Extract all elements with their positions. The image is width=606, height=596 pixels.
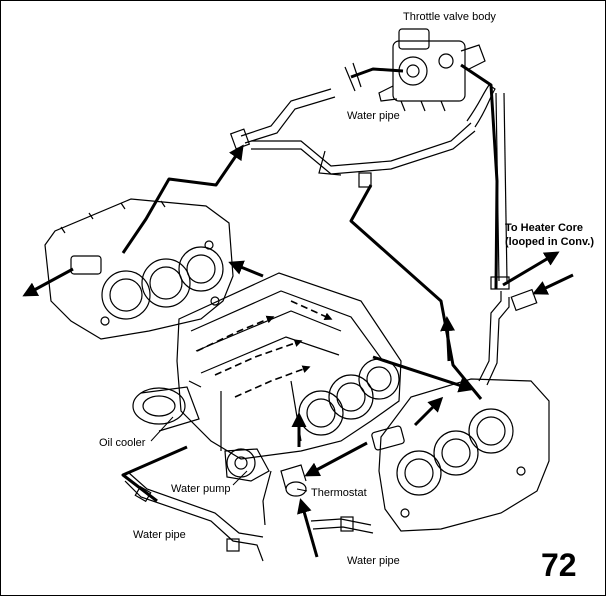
flow-into-left-head (228, 260, 264, 278)
flow-block-to-right-head (372, 355, 474, 393)
flow-throttle-to-heater (460, 63, 499, 290)
figure-number: 72 (541, 547, 577, 583)
thermostat-drawing (262, 464, 307, 526)
label-throttle-valve-body: Throttle valve body (403, 11, 496, 23)
oil-cooler-drawing (132, 380, 202, 432)
lower-water-pipe-drawing (124, 472, 374, 562)
label-water-pipe-left: Water pipe (133, 529, 186, 541)
label-water-pipe-bottom: Water pipe (347, 555, 400, 567)
flow-top-pipe-to-throttle (350, 67, 404, 79)
label-oil-cooler: Oil cooler (99, 437, 146, 449)
leader-lines (150, 416, 308, 492)
flow-right-head-up (440, 316, 456, 362)
left-cylinder-head-drawing (44, 198, 234, 340)
flow-right-head-to-pump (413, 396, 444, 427)
internal-flow-arrows (196, 300, 333, 398)
label-to-heater-core-line2: (looped in Conv.) (505, 236, 595, 248)
top-water-pipe-drawing (229, 62, 476, 188)
flow-thermostat-input (297, 498, 319, 558)
flow-left-head-up (121, 144, 244, 254)
flow-thermostat-to-pump (304, 441, 368, 477)
label-thermostat: Thermostat (311, 487, 367, 499)
flow-to-heater-core (502, 251, 560, 287)
flow-return-down (349, 184, 483, 400)
label-water-pipe-top: Water pipe (347, 110, 400, 122)
engine-block-drawing (176, 272, 402, 460)
throttle-valve-body-drawing (378, 28, 486, 112)
coolant-flow-arrows (22, 63, 574, 558)
label-water-pump: Water pump (171, 483, 231, 495)
label-to-heater-core: To Heater Core (looped in Conv.) (505, 221, 601, 249)
flow-cooler-to-pump (121, 445, 188, 503)
label-to-heater-core-line1: To Heater Core (505, 222, 584, 234)
flow-from-heater-core (532, 273, 574, 295)
flow-left-head-exit (22, 267, 74, 297)
